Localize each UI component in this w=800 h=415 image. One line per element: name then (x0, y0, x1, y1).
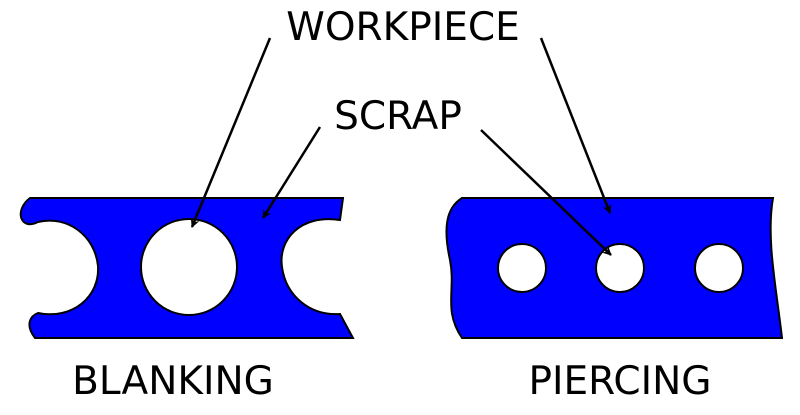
scrap-arrow-piercing (480, 129, 612, 256)
blanking-workpiece-hole (140, 218, 238, 316)
workpiece-label: WORKPIECE (286, 5, 519, 50)
piercing-hole-right (694, 243, 744, 293)
scrap-label: SCRAP (334, 94, 462, 139)
piercing-caption: PIERCING (529, 359, 712, 404)
scrap-arrow-blanking (261, 126, 322, 219)
workpiece-arrow-piercing (539, 37, 612, 214)
workpiece-arrow-blanking (190, 37, 272, 228)
piercing-scrap-hole (595, 243, 645, 293)
piercing-hole-left (497, 243, 547, 293)
blanking-caption: BLANKING (72, 359, 274, 404)
